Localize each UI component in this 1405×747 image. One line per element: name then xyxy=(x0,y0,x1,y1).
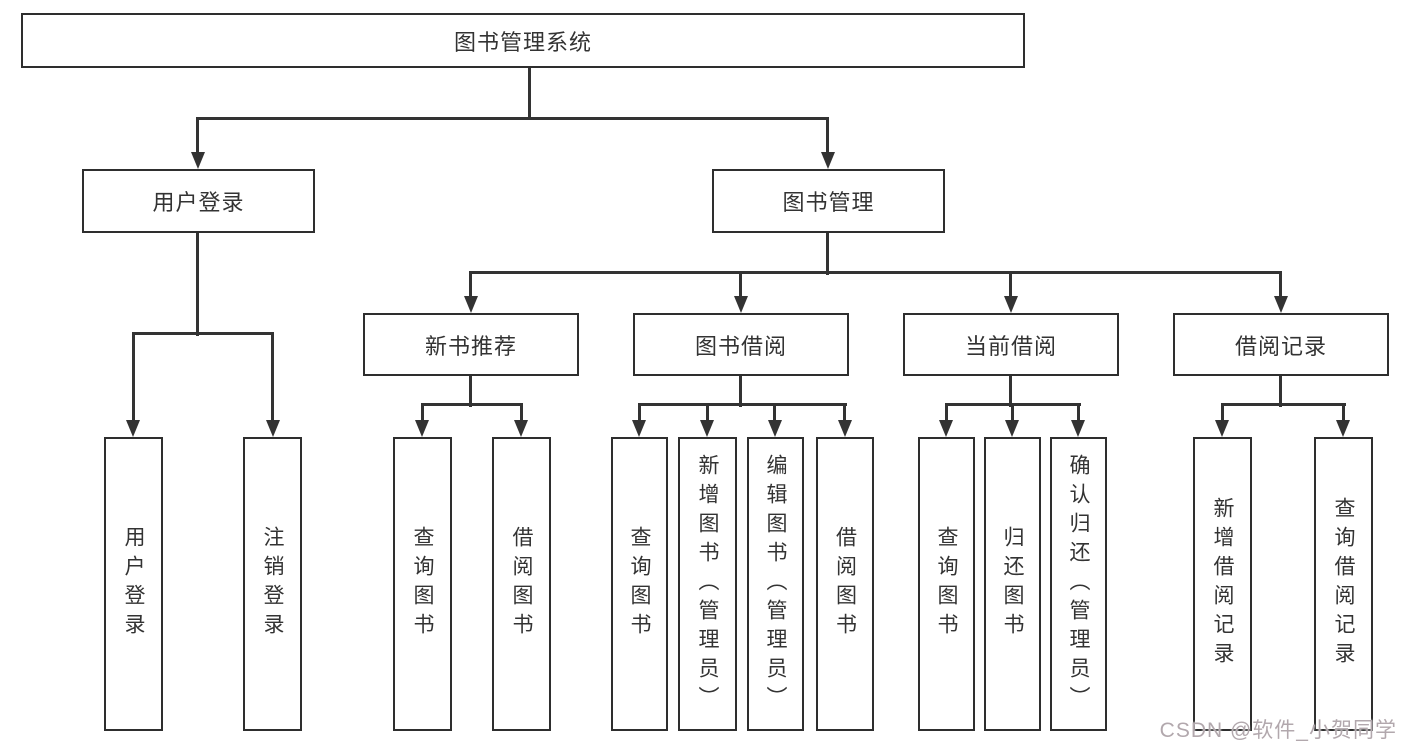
node-library-management-system: 图书管理系统 xyxy=(21,13,1025,68)
connector-line xyxy=(638,405,641,422)
connector-line xyxy=(638,403,847,406)
connector-line xyxy=(826,233,829,275)
leaf-query-book-current: 查询图书 xyxy=(918,437,975,731)
leaf-return-book: 归还图书 xyxy=(984,437,1041,731)
node-label: 查询图书 xyxy=(628,526,651,642)
node-label: 确认归还（管理员） xyxy=(1067,453,1090,715)
node-book-management: 图书管理 xyxy=(712,169,945,233)
node-label: 编辑图书（管理员） xyxy=(764,453,787,715)
connector-line xyxy=(196,117,829,120)
arrowhead-icon xyxy=(632,420,646,437)
node-label: 借阅图书 xyxy=(833,526,857,642)
leaf-add-borrow-record: 新增借阅记录 xyxy=(1193,437,1252,731)
connector-line xyxy=(1279,273,1282,298)
leaf-query-borrow-record: 查询借阅记录 xyxy=(1314,437,1373,731)
arrowhead-icon xyxy=(1274,296,1288,313)
node-label: 查询图书 xyxy=(411,526,434,642)
node-user-login: 用户登录 xyxy=(82,169,315,233)
connector-line xyxy=(945,405,948,422)
node-label: 当前借阅 xyxy=(964,333,1057,359)
node-label: 新增借阅记录 xyxy=(1211,497,1234,671)
arrowhead-icon xyxy=(191,152,205,169)
arrowhead-icon xyxy=(1004,296,1018,313)
leaf-query-book-newrec: 查询图书 xyxy=(393,437,452,731)
connector-line xyxy=(421,405,424,422)
arrowhead-icon xyxy=(939,420,953,437)
connector-line xyxy=(945,403,1081,406)
connector-line xyxy=(1221,405,1224,422)
connector-line xyxy=(528,68,531,119)
arrowhead-icon xyxy=(700,420,714,437)
connector-line xyxy=(1342,405,1345,422)
arrowhead-icon xyxy=(734,296,748,313)
node-label: 新增图书（管理员） xyxy=(696,453,719,715)
connector-line xyxy=(271,334,274,422)
node-label: 用户登录 xyxy=(152,190,245,215)
connector-line xyxy=(196,118,199,154)
node-new-book-recommend: 新书推荐 xyxy=(363,313,579,376)
leaf-borrow-book: 借阅图书 xyxy=(816,437,874,731)
connector-line xyxy=(826,118,829,154)
csdn-watermark: CSDN @软件_小贺同学 xyxy=(1159,719,1397,742)
connector-line xyxy=(196,233,199,336)
arrowhead-icon xyxy=(514,420,528,437)
node-label: 图书借阅 xyxy=(694,333,787,359)
node-label: 借阅图书 xyxy=(510,526,533,642)
connector-line xyxy=(1279,376,1282,407)
arrowhead-icon xyxy=(415,420,429,437)
node-label: 借阅记录 xyxy=(1234,333,1327,359)
node-current-borrow: 当前借阅 xyxy=(903,313,1119,376)
connector-line xyxy=(132,334,135,422)
connector-line xyxy=(1221,403,1346,406)
leaf-borrow-book-newrec: 借阅图书 xyxy=(492,437,551,731)
node-label: 用户登录 xyxy=(122,526,145,642)
connector-line xyxy=(1011,405,1014,422)
node-label: 注销登录 xyxy=(261,526,284,642)
connector-line xyxy=(773,405,776,422)
connector-line xyxy=(706,405,709,422)
connector-line xyxy=(739,273,742,298)
connector-line xyxy=(132,332,274,335)
leaf-add-book-admin: 新增图书（管理员） xyxy=(678,437,737,731)
connector-line xyxy=(1009,376,1012,407)
leaf-edit-book-admin: 编辑图书（管理员） xyxy=(747,437,804,731)
connector-line xyxy=(739,376,742,407)
connector-line xyxy=(421,403,523,406)
leaf-logout: 注销登录 xyxy=(243,437,302,731)
arrowhead-icon xyxy=(768,420,782,437)
node-label: 图书管理 xyxy=(782,190,875,215)
arrowhead-icon xyxy=(126,420,140,437)
node-label: 归还图书 xyxy=(1001,526,1024,642)
arrowhead-icon xyxy=(821,152,835,169)
arrowhead-icon xyxy=(838,420,852,437)
connector-line xyxy=(843,405,846,422)
node-label: 查询借阅记录 xyxy=(1332,497,1355,671)
leaf-user-login: 用户登录 xyxy=(104,437,163,731)
arrowhead-icon xyxy=(266,420,280,437)
arrowhead-icon xyxy=(1215,420,1229,437)
node-borrow-records: 借阅记录 xyxy=(1173,313,1389,376)
leaf-confirm-return-admin: 确认归还（管理员） xyxy=(1050,437,1107,731)
leaf-query-book-borrow: 查询图书 xyxy=(611,437,668,731)
node-label: 新书推荐 xyxy=(424,333,517,359)
connector-line xyxy=(469,273,472,298)
node-label: 图书管理系统 xyxy=(453,29,592,55)
connector-line xyxy=(469,376,472,407)
node-book-borrow: 图书借阅 xyxy=(633,313,849,376)
connector-line xyxy=(1009,273,1012,298)
connector-line xyxy=(520,405,523,422)
connector-line xyxy=(1077,405,1080,422)
arrowhead-icon xyxy=(1005,420,1019,437)
arrowhead-icon xyxy=(1071,420,1085,437)
arrowhead-icon xyxy=(464,296,478,313)
arrowhead-icon xyxy=(1336,420,1350,437)
connector-line xyxy=(469,271,1282,274)
node-label: 查询图书 xyxy=(935,526,958,642)
